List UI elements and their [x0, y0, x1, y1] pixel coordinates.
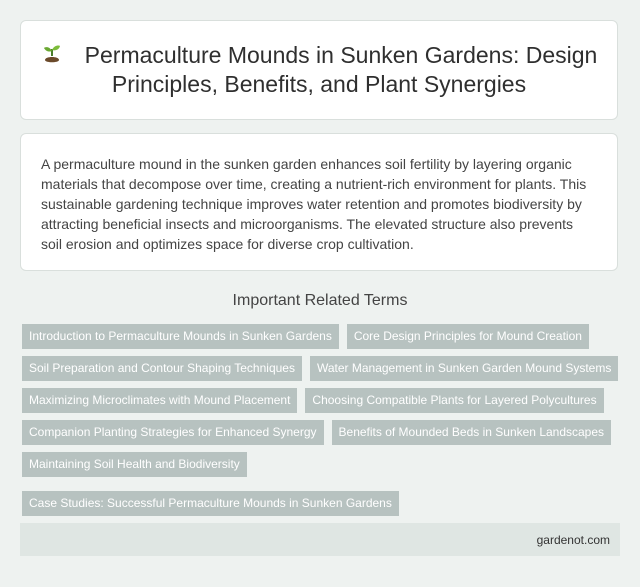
related-term-tag[interactable]: Maximizing Microclimates with Mound Plac… — [22, 388, 298, 413]
footer: gardenot.com — [20, 523, 620, 556]
related-term-tag[interactable]: Choosing Compatible Plants for Layered P… — [305, 388, 604, 413]
description-card: A permaculture mound in the sunken garde… — [20, 133, 618, 271]
related-term-tag[interactable]: Maintaining Soil Health and Biodiversity — [22, 452, 247, 477]
related-terms-heading: Important Related Terms — [232, 292, 408, 309]
sprout-icon — [43, 45, 60, 63]
page-title: Permaculture Mounds in Sunken Gardens: D… — [21, 41, 617, 99]
related-term-tag[interactable]: Water Management in Sunken Garden Mound … — [309, 356, 619, 381]
title-card: Permaculture Mounds in Sunken Gardens: D… — [20, 20, 618, 120]
related-term-tag[interactable]: Benefits of Mounded Beds in Sunken Lands… — [331, 420, 612, 445]
description-text: A permaculture mound in the sunken garde… — [41, 156, 587, 252]
page-title-text: Permaculture Mounds in Sunken Gardens: D… — [84, 42, 598, 97]
footer-site-name: gardenot.com — [536, 532, 610, 547]
related-term-tag[interactable]: Case Studies: Successful Permaculture Mo… — [22, 491, 399, 516]
related-term-tag[interactable]: Core Design Principles for Mound Creatio… — [346, 324, 589, 349]
related-term-tag[interactable]: Companion Planting Strategies for Enhanc… — [22, 420, 324, 445]
related-terms-list: Introduction to Permaculture Mounds in S… — [22, 324, 622, 516]
related-term-tag[interactable]: Soil Preparation and Contour Shaping Tec… — [22, 356, 302, 381]
related-term-tag[interactable]: Introduction to Permaculture Mounds in S… — [22, 324, 339, 349]
